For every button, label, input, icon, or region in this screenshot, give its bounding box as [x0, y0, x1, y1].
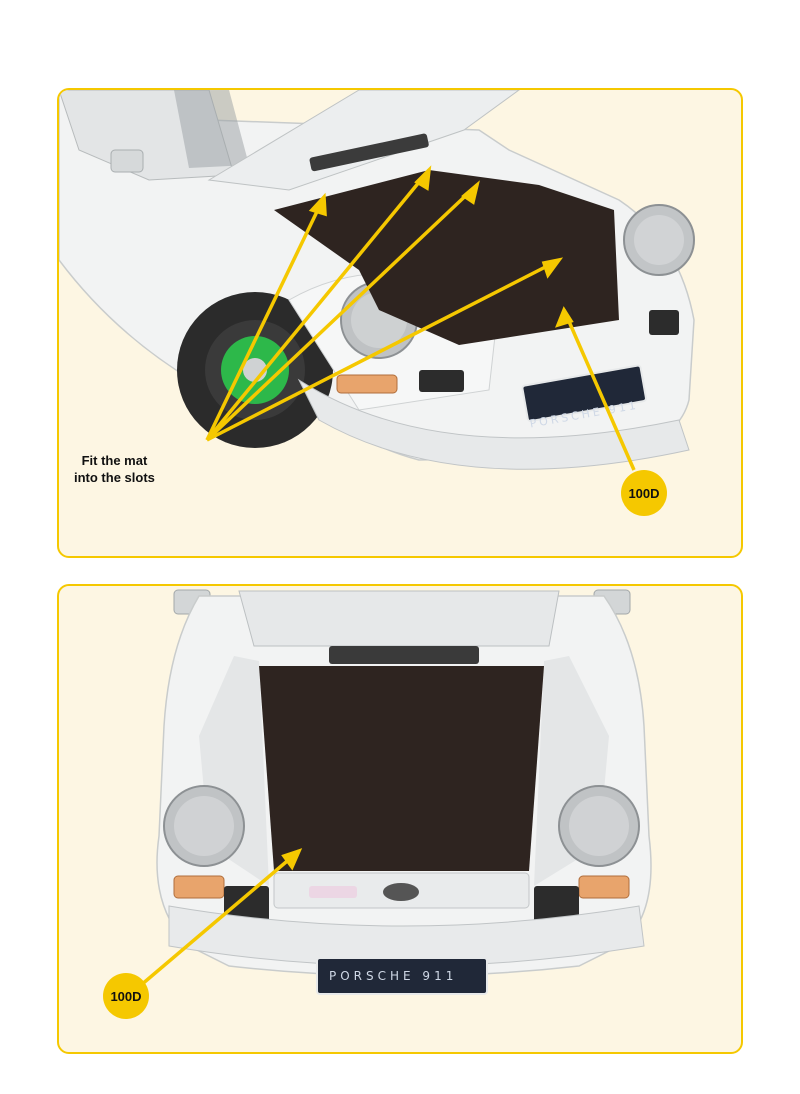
callout-arrows	[132, 848, 303, 993]
trunk-mat-shape	[259, 666, 544, 871]
instruction-line-1: Fit the mat	[81, 453, 148, 468]
car-illustration-front-view	[132, 589, 652, 995]
license-plate-text: PORSCHE 911	[329, 969, 458, 983]
step-1-panel: PORSCHE 911 Fit the mat into the slots 1…	[57, 88, 743, 558]
part-badge: 100D	[621, 470, 667, 516]
instruction-text: Fit the mat into the slots	[74, 452, 155, 486]
step-2-panel: PORSCHE 911 100D	[57, 584, 743, 1054]
part-badge: 100D	[103, 973, 149, 1019]
callout-arrows	[205, 165, 636, 471]
car-illustration-side-view	[59, 90, 695, 471]
trunk-mat-shape	[274, 170, 619, 345]
instruction-line-2: into the slots	[74, 470, 155, 485]
